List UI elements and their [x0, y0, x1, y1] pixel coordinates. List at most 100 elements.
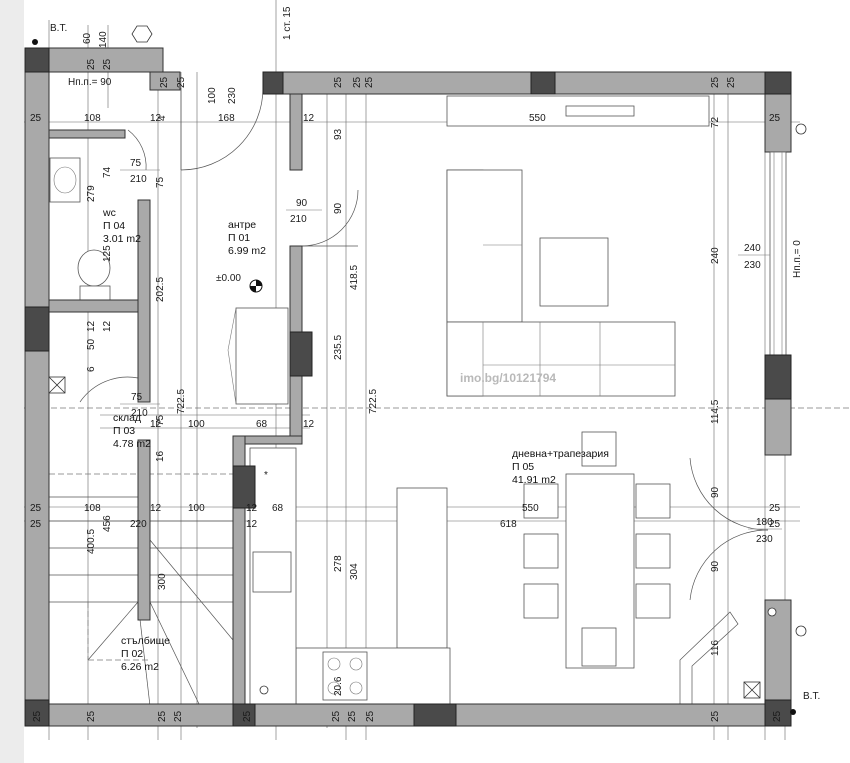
door-top-height: 230 [227, 87, 238, 104]
room-area-antre: 6.99 m2 [228, 245, 266, 257]
dim-k-20: 20.6 [333, 676, 344, 696]
watermark: imo.bg/10121794 [460, 371, 556, 385]
dim-wc-125: 125 [102, 245, 113, 262]
dimension-labels: 60 140 25 25 25 25 25 25 25 25 25 25 108… [30, 31, 783, 722]
dim-bot-2: 25 [86, 710, 97, 722]
dim-r-90a: 90 [710, 486, 721, 498]
room-code-antre: П 01 [228, 232, 250, 244]
dim-r4-12: 12 [150, 503, 162, 514]
dim-wc-279: 279 [86, 185, 97, 202]
dim-r1-4: 4 [157, 115, 168, 121]
dim-top-25b: 25 [102, 58, 113, 70]
dim-axis-4: 25 [352, 76, 363, 88]
dim-bot-9: 25 [710, 710, 721, 722]
room-code-wc: П 04 [103, 220, 125, 232]
dim-mid-75: 75 [155, 176, 166, 188]
dim-r4-25a: 25 [30, 503, 42, 514]
room-code-stairs: П 02 [121, 648, 143, 660]
door-top-width: 100 [207, 87, 218, 104]
vt-top-label: В.Т. [50, 23, 67, 34]
dim-mid-93: 93 [333, 128, 344, 140]
dim-r-72: 72 [710, 116, 721, 128]
columns [24, 47, 792, 727]
room-name-wc: wc [102, 207, 116, 219]
dim-st-16: 16 [155, 450, 166, 462]
window-living-height: 230 [744, 260, 761, 271]
dim-r4-108: 108 [84, 503, 101, 514]
sill-height-wc: Нп.п.= 90 [68, 77, 112, 88]
dim-k-278: 278 [333, 555, 344, 572]
door-entry-width: 180 [756, 517, 773, 528]
dim-r1-25b: 25 [769, 113, 781, 124]
room-area-wc: 3.01 m2 [103, 233, 141, 245]
dim-r1-168: 168 [218, 113, 235, 124]
level-label: ±0.00 [216, 273, 241, 284]
dining-table [523, 431, 671, 669]
dim-sk-50: 50 [86, 338, 97, 350]
dim-mid-90: 90 [333, 202, 344, 214]
dim-mid-75b: 75 [155, 414, 166, 426]
dim-r5-25b: 25 [769, 519, 781, 530]
sofa [446, 169, 676, 397]
door-sklad-width: 75 [131, 392, 143, 403]
dim-st-300: 300 [157, 573, 168, 590]
door-wc-width: 75 [130, 158, 142, 169]
tv-console [446, 95, 710, 127]
kitchen-counter [249, 447, 451, 705]
dim-row3-12b: 12 [303, 419, 315, 430]
vent-icon [48, 376, 66, 394]
door-sklad-height: 210 [131, 408, 148, 419]
dim-r4-12b: 12 [246, 503, 258, 514]
dim-sk-12b: 12 [102, 320, 113, 332]
dim-top-25: 25 [86, 58, 97, 70]
dim-r4-68: 68 [272, 503, 284, 514]
dim-bot-5: 25 [242, 710, 253, 722]
dim-r4-550: 550 [522, 503, 539, 514]
dim-sk-6: 6 [86, 366, 97, 372]
dim-r-90b: 90 [710, 560, 721, 572]
dim-mid-235: 235.5 [333, 335, 344, 360]
vt-top-icon [32, 39, 38, 45]
ventilation-pipe-icon: * [131, 25, 807, 695]
dim-mid-418: 418.5 [349, 265, 360, 290]
dim-bot-3: 25 [157, 710, 168, 722]
room-area-sklad: 4.78 m2 [113, 438, 151, 450]
dim-row3-12: 12 [150, 419, 162, 430]
dim-r1-12: 12 [150, 113, 162, 124]
room-code-sklad: П 03 [113, 425, 135, 437]
dim-r1-25a: 25 [30, 113, 42, 124]
dim-r4-25b: 25 [769, 503, 781, 514]
dim-r1-108: 108 [84, 113, 101, 124]
dim-r-116: 116 [710, 640, 721, 656]
wardrobe [227, 307, 289, 405]
dim-bot-10: 25 [772, 710, 783, 722]
svg-text:*: * [264, 470, 268, 481]
dim-st-400: 400.5 [86, 529, 97, 554]
dim-top-60: 60 [82, 32, 93, 44]
page-margin-band [0, 0, 24, 763]
level-marker-icon [249, 279, 263, 293]
window-living-width: 240 [744, 243, 761, 254]
coffee-table [539, 237, 609, 307]
dim-bot-6: 25 [331, 710, 342, 722]
dim-axis-6: 25 [710, 76, 721, 88]
door-entry-height: 230 [756, 534, 773, 545]
room-name-stairs: стълбище [121, 635, 170, 647]
dim-row3-100: 100 [188, 419, 205, 430]
room-area-stairs: 6.26 m2 [121, 661, 159, 673]
dim-r5-618: 618 [500, 519, 517, 530]
vt-bottom-label: В.Т. [803, 691, 820, 702]
dim-row3-68: 68 [256, 419, 268, 430]
dim-axis-5: 25 [364, 76, 375, 88]
dim-mid-202: 202.5 [155, 277, 166, 302]
dim-top-140: 140 [98, 31, 109, 48]
dim-r4-100: 100 [188, 503, 205, 514]
dim-sk-12: 12 [86, 320, 97, 332]
dim-st-456: 456 [102, 515, 113, 532]
dim-r-240: 240 [710, 247, 721, 264]
wc-fixtures [49, 157, 111, 301]
dim-bot-1: 25 [32, 710, 43, 722]
drain-icon [743, 681, 761, 699]
room-name-sklad: склад [113, 412, 141, 424]
